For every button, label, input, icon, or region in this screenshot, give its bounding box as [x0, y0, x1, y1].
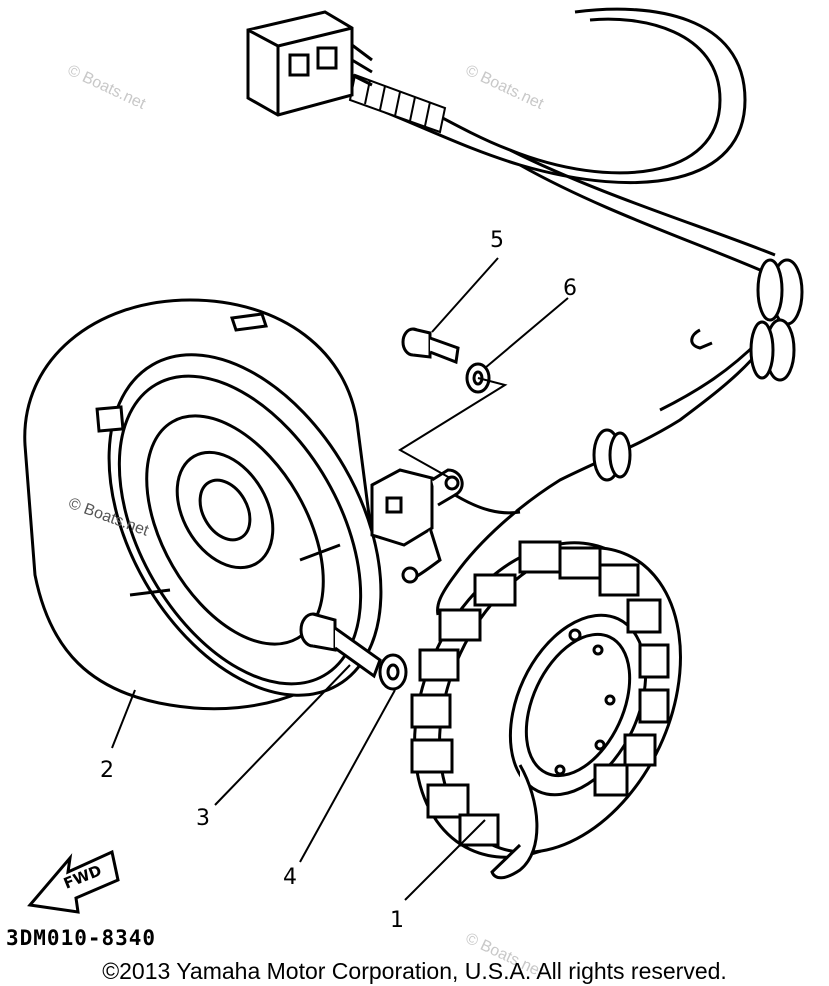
callout-3: 3: [196, 806, 210, 831]
callout-2: 2: [100, 758, 114, 783]
bolt-5: [401, 327, 460, 365]
alignment-lines: [398, 377, 508, 479]
washer-4: [378, 653, 408, 691]
stator-assembly: [410, 540, 682, 880]
part-code: 3DM010-8340: [6, 926, 157, 950]
callout-4: 4: [283, 865, 297, 890]
harness-grommets: [592, 258, 804, 482]
callout-1: 1: [390, 908, 404, 933]
fwd-arrow-icon: [27, 849, 120, 914]
copyright-notice: ©2013 Yamaha Motor Corporation, U.S.A. A…: [102, 958, 727, 984]
leader-lines: [111, 257, 569, 901]
bolt-3: [299, 612, 382, 679]
flywheel-rotor: [23, 298, 383, 711]
wire-harness: [379, 7, 788, 616]
callout-6: 6: [563, 276, 577, 301]
harness-tape: [348, 73, 447, 134]
callout-5: 5: [490, 228, 504, 253]
pickup-coil: [370, 468, 521, 584]
harness-connector: [246, 10, 373, 117]
